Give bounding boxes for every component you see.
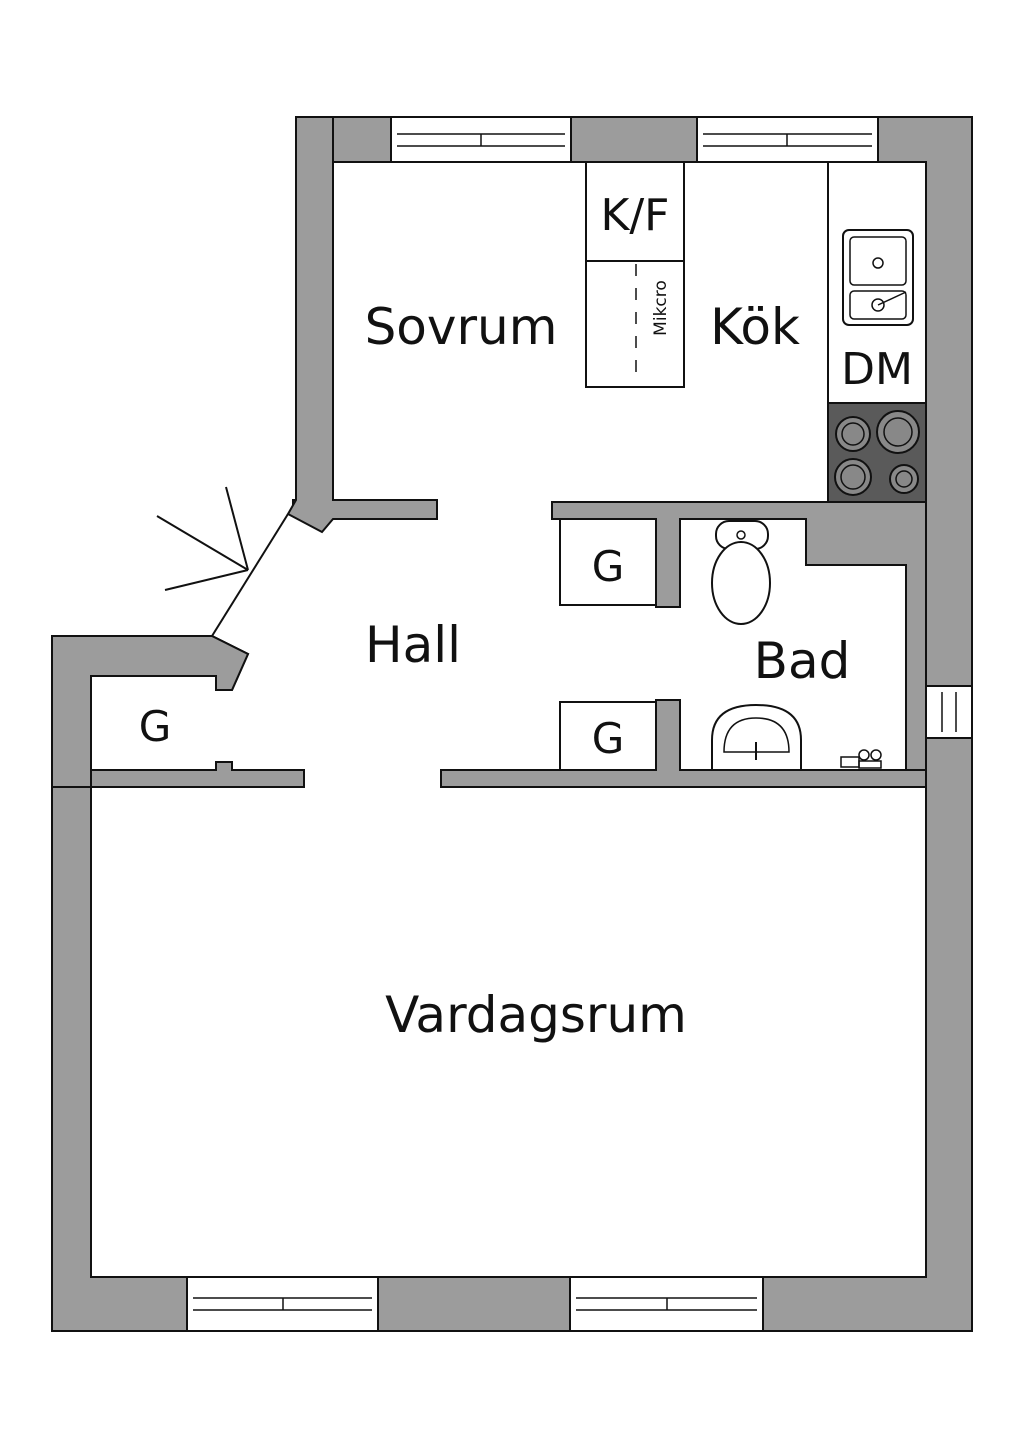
- window-right-bath: [925, 685, 973, 739]
- wardrobe-label: G: [592, 714, 625, 763]
- window-bottom-right: [569, 1276, 764, 1332]
- room-label-vardagsrum: Vardagsrum: [385, 986, 687, 1044]
- room-label-kok: Kök: [710, 298, 800, 356]
- wall-left-closet: [51, 635, 250, 788]
- microwave-cabinet: Mikcro: [585, 260, 685, 388]
- entrance-door: [211, 513, 289, 637]
- window-top-left: [390, 116, 572, 163]
- wardrobe-label: G: [139, 702, 172, 751]
- room-label-hall: Hall: [365, 616, 461, 674]
- sink-icon: [842, 229, 914, 326]
- microwave-label: Mikcro: [651, 280, 671, 336]
- fridge-freezer-label: K/F: [601, 190, 670, 241]
- fridge-freezer: K/F: [585, 161, 685, 262]
- wall-hall-bottom-left: [90, 761, 305, 788]
- faucet-icon: [840, 749, 882, 769]
- entrance-arrow-icon: [156, 486, 249, 591]
- wardrobe-label: G: [592, 542, 625, 591]
- wall-hall-bottom-right: [440, 699, 927, 788]
- dishwasher-label: DM: [841, 344, 913, 395]
- room-label-sovrum: Sovrum: [365, 298, 558, 356]
- window-bottom-left: [186, 1276, 379, 1332]
- wardrobe-hall-lower: G: [559, 701, 657, 771]
- room-label-bad: Bad: [754, 632, 851, 690]
- stove-icon: [827, 402, 927, 503]
- window-top-right: [696, 116, 879, 163]
- wall-entrance-upper: [286, 116, 438, 534]
- toilet-icon: [711, 520, 771, 625]
- washbasin-icon: [711, 703, 802, 771]
- wardrobe-hall-upper: G: [559, 518, 657, 606]
